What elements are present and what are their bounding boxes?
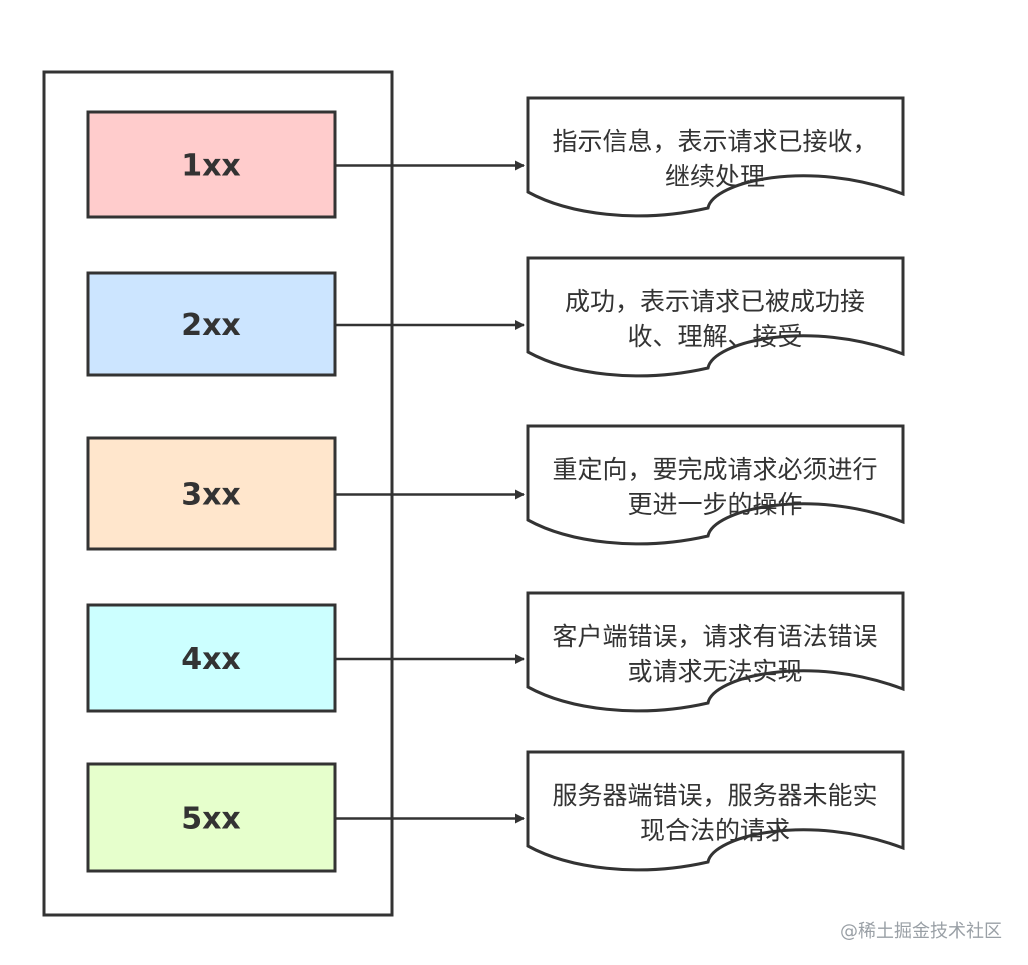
- watermark: @稀土掘金技术社区: [840, 921, 1002, 942]
- description-line: 继续处理: [665, 162, 765, 191]
- code-label: 3xx: [181, 478, 241, 513]
- code-label: 1xx: [181, 149, 241, 184]
- description-line: 客户端错误，请求有语法错误: [552, 622, 877, 651]
- description-document: [526, 424, 905, 546]
- description-line: 更进一步的操作: [627, 490, 802, 519]
- description-line: 或请求无法实现: [627, 657, 802, 686]
- description-line: 现合法的请求: [640, 816, 790, 845]
- description-line: 重定向，要完成请求必须进行: [552, 455, 877, 484]
- description-document: [526, 96, 905, 218]
- code-box: [86, 436, 337, 551]
- code-box: [86, 603, 337, 713]
- description-line: 服务器端错误，服务器未能实: [552, 781, 877, 810]
- description-line: 收、理解、接受: [627, 322, 802, 351]
- description-line: 成功，表示请求已被成功接: [565, 287, 865, 316]
- description-document: [526, 750, 905, 872]
- description-document: [526, 256, 905, 378]
- code-box: [86, 762, 337, 873]
- code-label: 2xx: [181, 308, 241, 343]
- code-label: 4xx: [181, 642, 241, 677]
- description-line: 指示信息，表示请求已接收，: [552, 127, 877, 156]
- status-group-1xx: 1xx 指示信息，表示请求已接收， 继续处理: [86, 96, 905, 219]
- code-label: 5xx: [181, 802, 241, 837]
- code-box: [86, 110, 337, 219]
- description-document: [526, 591, 905, 713]
